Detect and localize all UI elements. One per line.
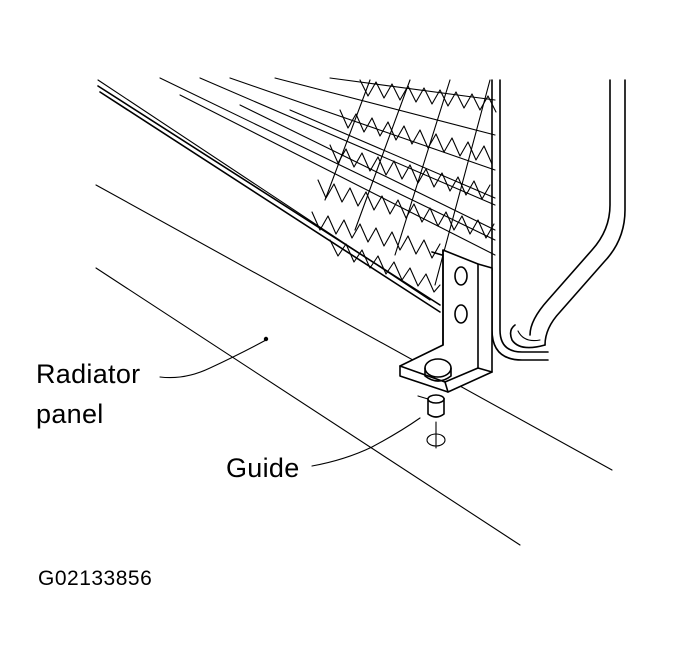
radiator-panel-surface: [95, 79, 613, 546]
figure-id: G02133856: [38, 567, 153, 590]
radiator-panel-pointer-dot: [263, 336, 269, 342]
guide-label: Guide: [226, 453, 300, 483]
guide-pin: [417, 394, 446, 449]
radiator-panel-label-line1: Radiator: [36, 359, 141, 389]
mounting-bracket: [399, 249, 493, 393]
leader-lines: [159, 336, 421, 467]
radiator-core-tubes: [97, 77, 496, 313]
radiator-panel-label-line2: panel: [36, 399, 104, 429]
